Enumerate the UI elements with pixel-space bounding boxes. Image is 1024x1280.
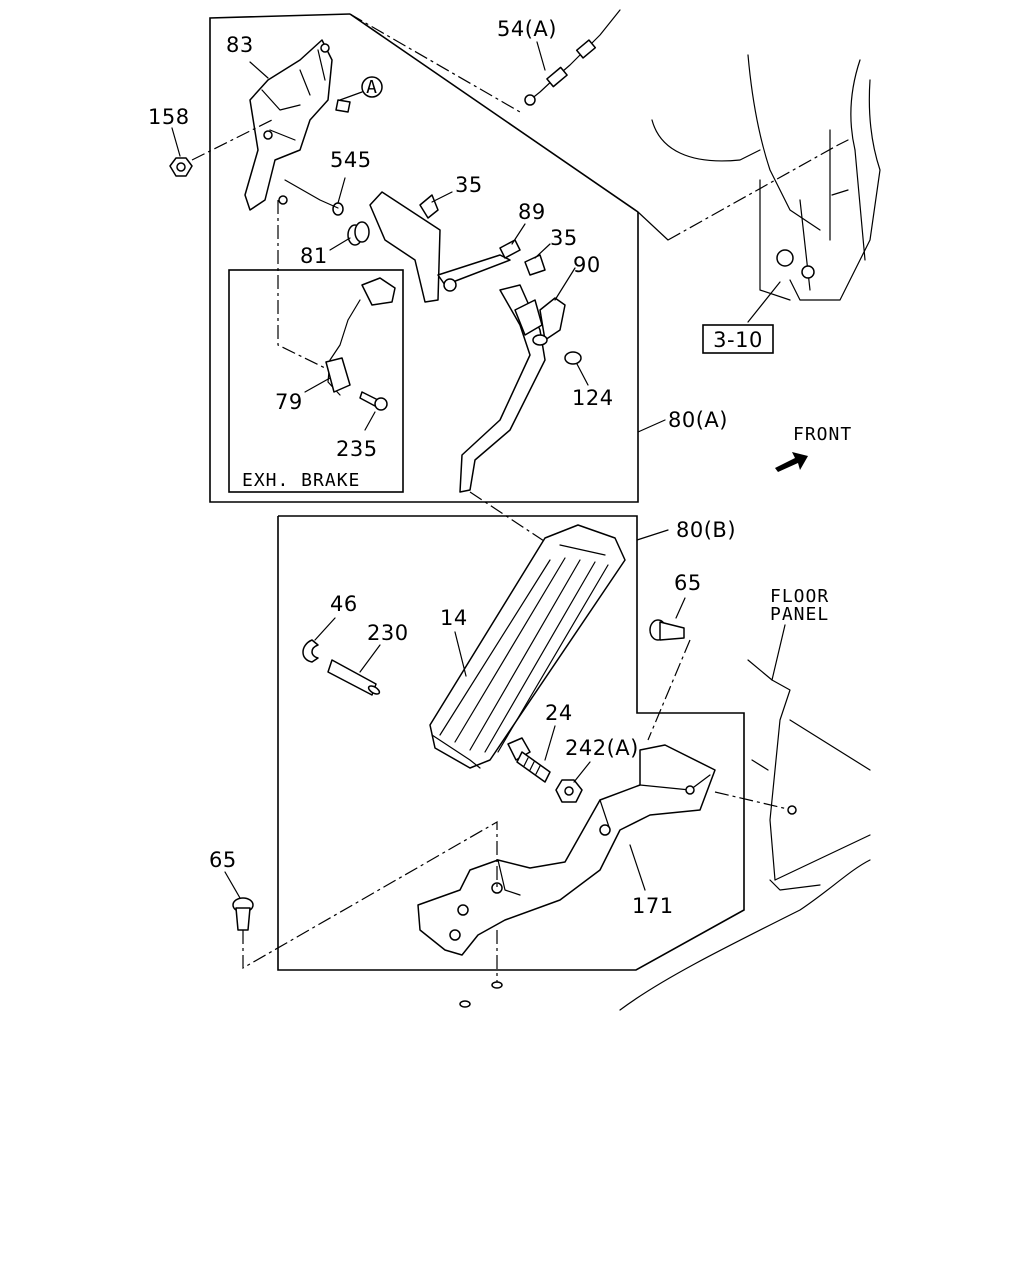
reference-a-label: A bbox=[366, 77, 378, 98]
callout-171: 171 bbox=[632, 894, 674, 918]
washer-545[interactable] bbox=[332, 202, 344, 216]
callout-35-upper: 35 bbox=[455, 173, 483, 197]
bolt-235[interactable] bbox=[359, 391, 388, 411]
bushing-81[interactable] bbox=[347, 221, 370, 246]
floor-hole-b bbox=[459, 1000, 471, 1008]
pedal-bracket-83[interactable] bbox=[244, 39, 351, 211]
leader-lines bbox=[171, 41, 786, 899]
bracket-floor-mount-line bbox=[714, 791, 793, 811]
exh-brake-mount-line bbox=[277, 200, 326, 369]
clip-46[interactable] bbox=[302, 639, 319, 663]
nut-158[interactable] bbox=[169, 119, 273, 177]
bolt-65-upper[interactable] bbox=[649, 619, 685, 641]
callout-79: 79 bbox=[275, 390, 303, 414]
pedal-pad-14[interactable] bbox=[429, 524, 626, 769]
callout-83: 83 bbox=[226, 33, 254, 57]
bolt-24[interactable] bbox=[507, 737, 551, 783]
callout-14: 14 bbox=[440, 606, 468, 630]
callout-81: 81 bbox=[300, 244, 328, 268]
body-mount-line bbox=[667, 144, 839, 241]
note-exh-brake: EXH. BRAKE bbox=[242, 470, 360, 491]
front-arrow-icon bbox=[775, 452, 808, 472]
callout-80b: 80(B) bbox=[676, 518, 736, 542]
callout-230: 230 bbox=[367, 621, 409, 645]
stopper-89[interactable] bbox=[499, 239, 521, 259]
note-floor: FLOOR bbox=[770, 586, 829, 607]
floor-hole-a bbox=[491, 981, 503, 989]
note-panel: PANEL bbox=[770, 604, 829, 625]
group-80a-leader bbox=[637, 211, 669, 241]
exh-brake-switch-79[interactable] bbox=[325, 277, 396, 396]
switch-90[interactable] bbox=[532, 297, 566, 346]
cable-54a[interactable] bbox=[524, 9, 621, 106]
bolt-65-lower-mount-line bbox=[242, 820, 498, 970]
callout-124: 124 bbox=[572, 386, 614, 410]
pedal-arm-80a[interactable] bbox=[369, 191, 546, 493]
callout-545: 545 bbox=[330, 148, 372, 172]
callout-65-upper: 65 bbox=[674, 571, 702, 595]
group-80a-box bbox=[209, 13, 639, 503]
callout-54a: 54(A) bbox=[497, 17, 557, 41]
callout-90: 90 bbox=[573, 253, 601, 277]
pad-mount-line bbox=[469, 491, 551, 546]
reference-3-10[interactable]: 3-10 bbox=[702, 324, 774, 354]
callout-89: 89 bbox=[518, 200, 546, 224]
callout-35-lower: 35 bbox=[550, 226, 578, 250]
note-front: FRONT bbox=[793, 424, 852, 445]
callout-46: 46 bbox=[330, 592, 358, 616]
grommet-124[interactable] bbox=[564, 351, 582, 365]
callout-235: 235 bbox=[336, 437, 378, 461]
pedal-base-bracket-171[interactable] bbox=[417, 744, 716, 956]
exh-brake-inset-box bbox=[228, 269, 404, 493]
cable-routing-line bbox=[349, 13, 521, 113]
nut-242a[interactable] bbox=[555, 779, 583, 803]
pin-230[interactable] bbox=[327, 659, 381, 696]
group-80a-box-top-edge bbox=[349, 13, 639, 213]
floor-mount-hole bbox=[787, 805, 797, 815]
group-80b-box bbox=[277, 515, 745, 971]
callout-24: 24 bbox=[545, 701, 573, 725]
callout-242a: 242(A) bbox=[565, 736, 639, 760]
callout-65-lower: 65 bbox=[209, 848, 237, 872]
reference-3-10-label: 3-10 bbox=[713, 328, 763, 352]
callout-80a: 80(A) bbox=[668, 408, 728, 432]
bolt-65-lower[interactable] bbox=[232, 897, 254, 931]
vehicle-body-outline bbox=[619, 54, 881, 1011]
clip-35-upper[interactable] bbox=[419, 194, 439, 219]
callout-158: 158 bbox=[148, 105, 190, 129]
reference-a-marker: A bbox=[339, 76, 383, 101]
pivot-shaft bbox=[284, 179, 339, 209]
bolt-65-upper-mount-line bbox=[647, 639, 691, 741]
